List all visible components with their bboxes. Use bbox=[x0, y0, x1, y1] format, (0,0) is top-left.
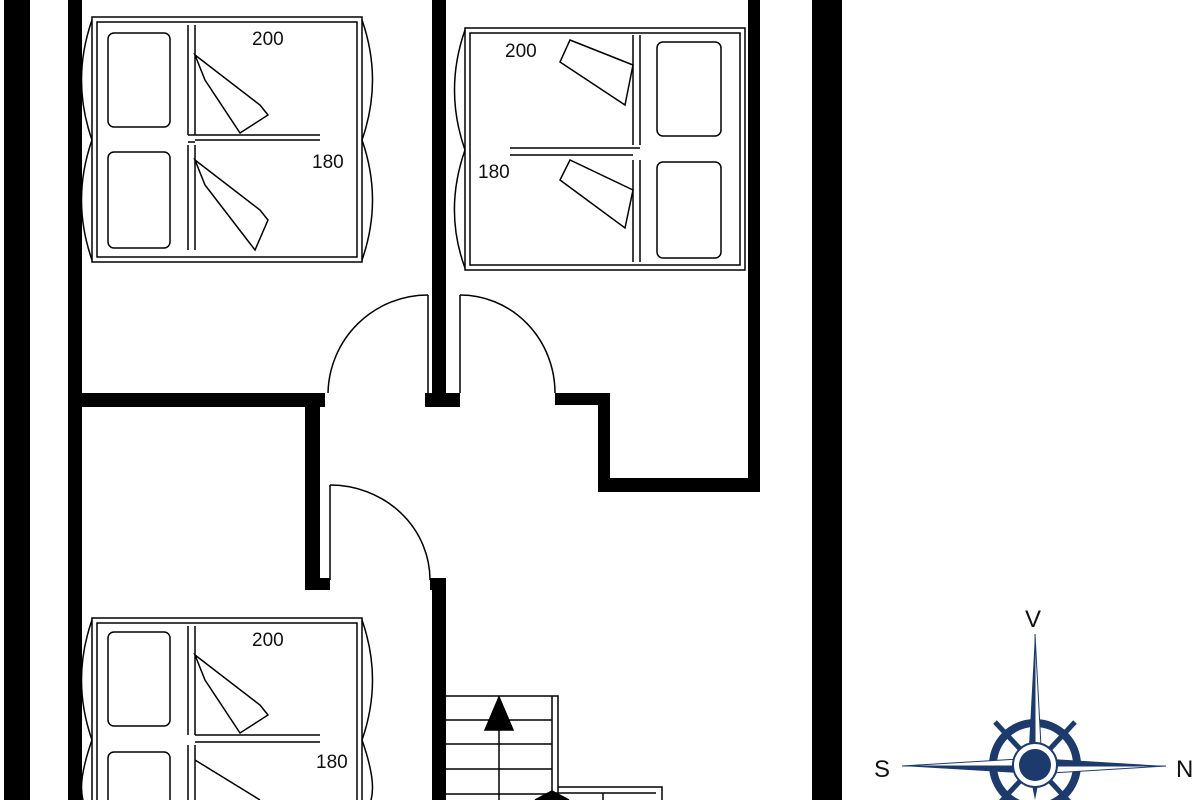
double-bed bbox=[80, 16, 374, 263]
walls bbox=[4, 0, 842, 800]
double-bed bbox=[453, 27, 746, 271]
compass-label-s: S bbox=[874, 756, 890, 783]
double-bed bbox=[80, 617, 374, 800]
bed-length-label: 200 bbox=[252, 630, 284, 651]
bed-width-label: 180 bbox=[316, 752, 348, 773]
staircase bbox=[446, 695, 663, 800]
compass-label-v: V bbox=[1025, 606, 1041, 633]
compass-rose-icon bbox=[901, 633, 1167, 800]
doors bbox=[327, 294, 556, 581]
compass-label-n: N bbox=[1176, 756, 1193, 783]
bed-width-label: 180 bbox=[312, 152, 344, 173]
bed-length-label: 200 bbox=[505, 41, 537, 62]
bed-width-label: 180 bbox=[478, 162, 510, 183]
bed-length-label: 200 bbox=[252, 29, 284, 50]
